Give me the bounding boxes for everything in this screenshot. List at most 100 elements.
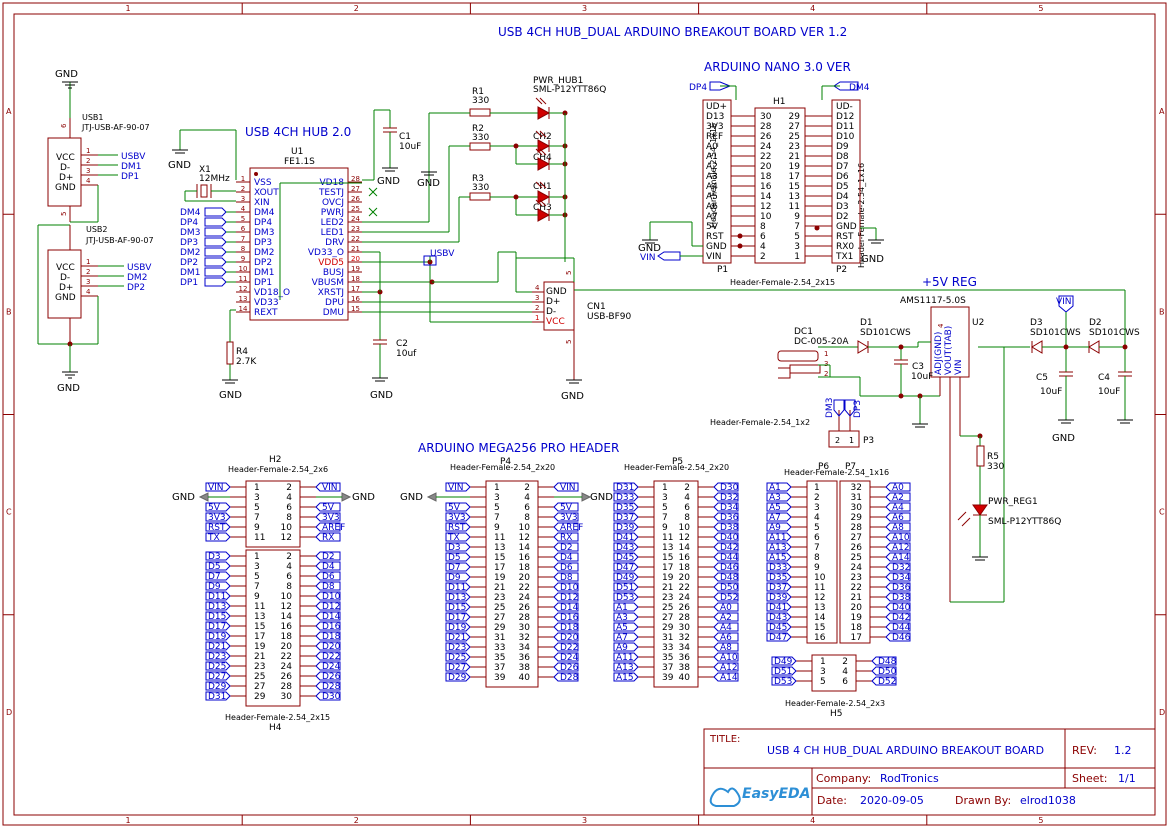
h1-pin-number: 7 — [794, 222, 800, 232]
u2-pin-adj: ADJ(GND) — [934, 332, 944, 375]
pin-number: 25 — [494, 603, 505, 613]
pin-number: 26 — [281, 672, 293, 682]
p1-pin-label: REF — [706, 132, 723, 142]
h1-pin-number: 8 — [760, 222, 766, 232]
pin-number: 3 — [254, 562, 260, 572]
net-label: D39 — [616, 523, 635, 533]
svg-text:5: 5 — [565, 340, 573, 344]
u1-pin-number: 13 — [239, 295, 248, 303]
net-port — [315, 532, 341, 542]
net-port — [885, 492, 911, 502]
pin-number: 15 — [662, 553, 673, 563]
net-label: RST — [448, 523, 466, 533]
p1-pin-label: D13 — [706, 112, 724, 122]
net-port — [713, 532, 739, 542]
pin-number: 32 — [519, 633, 530, 643]
c4-value: 10uF — [1098, 387, 1120, 397]
net-label: D53 — [616, 593, 634, 603]
net-label: A8 — [720, 643, 732, 653]
h1-pin-number: 10 — [760, 212, 772, 222]
net-label: D47 — [769, 633, 787, 643]
net-label: D48 — [720, 573, 739, 583]
net-port — [885, 602, 911, 612]
pin-number: 27 — [254, 682, 265, 692]
net-port — [713, 492, 739, 502]
net-label: D23 — [208, 652, 226, 662]
net-port — [885, 532, 911, 542]
r4-value: 2.7K — [236, 357, 257, 367]
pin-number: 15 — [814, 623, 825, 633]
h1-pin-number: 11 — [789, 202, 800, 212]
pin-number: 6 — [814, 533, 820, 543]
p6p7-value: Header-Female-2.54_1x16 — [784, 468, 889, 477]
net-port — [445, 612, 471, 622]
h1-pin-number: 15 — [789, 182, 800, 192]
pin-number: 3 — [254, 493, 260, 503]
u1-pin-number: 28 — [351, 175, 360, 183]
pin-number: 17 — [662, 563, 673, 573]
pin-number: 8 — [286, 513, 292, 523]
net-port — [315, 661, 341, 671]
pin-number: 13 — [494, 543, 505, 553]
u1-pin-label: XOUT — [254, 188, 279, 198]
u1-pin-number: 21 — [351, 245, 360, 253]
net-label: A2 — [720, 613, 732, 623]
p2-ref: P2 — [836, 265, 847, 275]
pin-number: 32 — [851, 483, 862, 493]
net-label: D44 — [892, 623, 911, 633]
pin-number: 14 — [519, 543, 531, 553]
net-port — [445, 502, 471, 512]
svg-text:1: 1 — [86, 147, 90, 155]
u1-pin-number: 5 — [241, 215, 245, 223]
frame-row-label: C — [6, 508, 12, 517]
net-label: AREF — [560, 523, 583, 533]
date-value: 2020-09-05 — [860, 794, 924, 807]
cn1-ref: CN1 — [587, 302, 606, 312]
nano-headers: DP4 DM4 Header-Female-2.54_1x16 Header-F… — [638, 81, 884, 287]
net-label: RX — [322, 533, 334, 543]
pin-number: 10 — [519, 523, 531, 533]
pin-number: 2 — [524, 483, 530, 493]
net-label: D13 — [208, 602, 226, 612]
net-label: D15 — [448, 603, 466, 613]
net-port — [613, 492, 639, 502]
net-port — [713, 562, 739, 572]
net-port — [766, 552, 792, 562]
net-label: D18 — [560, 623, 579, 633]
net-label: D38 — [892, 593, 911, 603]
pin-number: 30 — [281, 692, 293, 702]
pin-number: 29 — [662, 623, 674, 633]
h1-pin-number: 1 — [794, 252, 800, 262]
c3-ref: C3 — [912, 362, 924, 372]
net-port — [613, 572, 639, 582]
net-label: D16 — [322, 622, 341, 632]
rev-value: 1.2 — [1114, 744, 1132, 757]
led-ch4: CH4 — [533, 153, 552, 163]
net-label: D34 — [720, 503, 739, 513]
net-label: D26 — [560, 663, 579, 673]
pin-number: 8 — [814, 553, 820, 563]
d3-value: SD101CWS — [1030, 328, 1081, 338]
c3-value: 10uF — [911, 372, 933, 382]
net-port — [553, 502, 579, 512]
net-port — [871, 656, 897, 666]
h1-pin-number: 17 — [789, 172, 800, 182]
net-label: D46 — [720, 563, 739, 573]
p2-pin-label: D5 — [836, 182, 849, 192]
net-port — [204, 257, 227, 267]
u2-pin-vout: VOUT(TAB) — [944, 326, 954, 375]
net-label: D17 — [208, 622, 226, 632]
pin-number: 28 — [281, 682, 293, 692]
header-ref: P4 — [500, 457, 511, 467]
pin-number: 36 — [519, 653, 531, 663]
gnd-label: GND — [55, 69, 78, 80]
net-label: D9 — [448, 573, 461, 583]
h1-ref: H1 — [773, 97, 786, 107]
net-port — [885, 552, 911, 562]
pin-number: 2 — [286, 552, 292, 562]
pin-number: 26 — [679, 603, 691, 613]
net-label: D45 — [769, 623, 787, 633]
net-label: A11 — [769, 533, 787, 543]
title-block: TITLE: USB 4 CH HUB_DUAL ARDUINO BREAKOU… — [703, 728, 1156, 816]
u1-pin-number: 11 — [239, 275, 248, 283]
